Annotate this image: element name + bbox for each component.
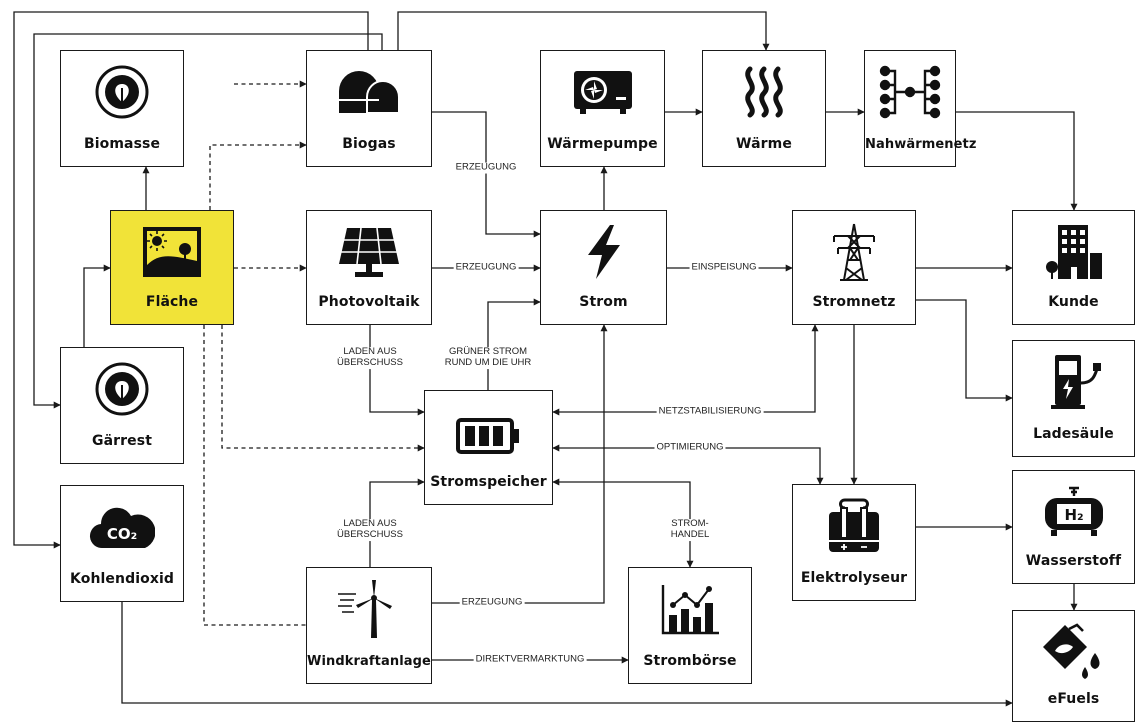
edge-label-optimierung: OPTIMIERUNG <box>654 441 726 454</box>
node-waerme[interactable]: Wärme <box>702 50 826 167</box>
node-label: Kunde <box>1048 294 1099 310</box>
network-icon <box>865 61 955 123</box>
node-label: Biogas <box>342 136 396 152</box>
node-label: Strombörse <box>643 653 737 669</box>
edge-label-gruener-strom: GRÜNER STROM RUND UM DIE UHR <box>442 346 534 369</box>
node-stromnetz[interactable]: Stromnetz <box>792 210 916 325</box>
hydrogen-tank-icon: H₂ <box>1013 481 1134 543</box>
building-icon <box>1013 221 1134 283</box>
biogas-dome-icon <box>307 61 431 123</box>
edge-netzstabilisierung <box>552 324 819 416</box>
node-biogas[interactable]: Biogas <box>306 50 432 167</box>
node-label: Kohlendioxid <box>70 571 174 587</box>
edge-label-stromhandel: STROM- HANDEL <box>668 518 712 541</box>
edge-nahwaerme-kunde <box>956 111 1078 211</box>
lightning-icon <box>541 221 666 283</box>
node-biomasse[interactable]: Biomasse <box>60 50 184 167</box>
co2-cloud-icon: CO₂ <box>61 496 183 558</box>
node-efuels[interactable]: eFuels <box>1012 610 1135 722</box>
node-label: Biomasse <box>83 136 161 152</box>
co2-text: CO₂ <box>107 525 137 543</box>
node-stromboerse[interactable]: Strombörse <box>628 567 752 684</box>
node-label: eFuels <box>1047 691 1100 707</box>
node-label: Elektrolyseur <box>800 570 908 586</box>
recycle-leaf-icon <box>61 61 183 123</box>
edge-label-laden-wind: LADEN AUS ÜBERSCHUSS <box>335 518 405 541</box>
edge-label-einspeisung: EINSPEISUNG <box>689 261 759 274</box>
recycle-leaf-icon <box>61 358 183 420</box>
node-label: Wärme <box>736 136 792 152</box>
edge-optimierung <box>552 444 824 485</box>
node-stromspeicher[interactable]: Stromspeicher <box>424 390 553 505</box>
node-label: Fläche <box>145 294 199 310</box>
node-label: Photovoltaik <box>318 294 420 310</box>
node-strom[interactable]: Strom <box>540 210 667 325</box>
charging-station-icon <box>1013 351 1134 413</box>
edge-biogas-waerme <box>397 11 770 51</box>
battery-icon <box>425 405 552 467</box>
node-label: Wärmepumpe <box>547 136 658 152</box>
edge-label-erzeugung-pv: ERZEUGUNG <box>453 261 519 274</box>
power-tower-icon <box>793 221 915 283</box>
edge-flaeche-speicher <box>221 325 425 452</box>
edge-label-erzeugung-biogas: ERZEUGUNG <box>453 161 519 174</box>
node-label: Gärrest <box>92 433 152 449</box>
heat-pump-icon <box>541 61 664 123</box>
edge-label-netzstabilisierung: NETZSTABILISIERUNG <box>656 405 764 418</box>
edge-biogas-gaerrest <box>13 11 369 549</box>
solar-panel-icon <box>307 221 431 283</box>
edge-loop-inner <box>33 33 383 409</box>
edge-label-laden-pv: LADEN AUS ÜBERSCHUSS <box>335 346 405 369</box>
landscape-icon <box>111 221 233 283</box>
bar-chart-icon <box>629 578 751 640</box>
node-label: Strom <box>579 294 628 310</box>
node-nahwaermenetz[interactable]: Nahwärmenetz <box>864 50 977 167</box>
node-photovoltaik[interactable]: Photovoltaik <box>306 210 432 325</box>
edge-label-direktvermarktung: DIREKTVERMARKTUNG <box>473 653 587 666</box>
edge-label-erzeugung-wind: ERZEUGUNG <box>459 596 525 609</box>
node-flaeche[interactable]: Fläche <box>110 210 234 325</box>
node-elektrolyseur[interactable]: Elektrolyseur <box>792 484 916 601</box>
edge-stromnetz-ladesaeule <box>916 299 1013 402</box>
fuel-drop-icon <box>1013 621 1134 683</box>
node-label: Nahwärmenetz <box>865 137 977 152</box>
edge-flaeche-wind <box>203 325 306 626</box>
node-label: Windkraftanlage <box>307 654 431 669</box>
node-label: Ladesäule <box>1033 426 1114 442</box>
node-label: Wasserstoff <box>1025 553 1122 569</box>
node-label: Stromnetz <box>812 294 896 310</box>
edge-gaerrest-flaeche <box>83 264 111 347</box>
wind-turbine-icon <box>307 578 431 640</box>
heat-waves-icon <box>703 61 825 123</box>
node-kohlendioxid[interactable]: CO₂ Kohlendioxid <box>60 485 184 602</box>
electrolyzer-icon <box>793 495 915 557</box>
node-waermepumpe[interactable]: Wärmepumpe <box>540 50 665 167</box>
h2-text: H₂ <box>1064 506 1083 524</box>
edge-flaeche-biogas <box>209 141 307 210</box>
node-gaerrest[interactable]: Gärrest <box>60 347 184 464</box>
node-windkraftanlage[interactable]: Windkraftanlage <box>306 567 432 684</box>
node-ladesaeule[interactable]: Ladesäule <box>1012 340 1135 457</box>
node-label: Stromspeicher <box>430 474 547 490</box>
node-kunde[interactable]: Kunde <box>1012 210 1135 325</box>
edge-co2-efuels <box>121 602 1013 707</box>
node-wasserstoff[interactable]: H₂ Wasserstoff <box>1012 470 1135 584</box>
